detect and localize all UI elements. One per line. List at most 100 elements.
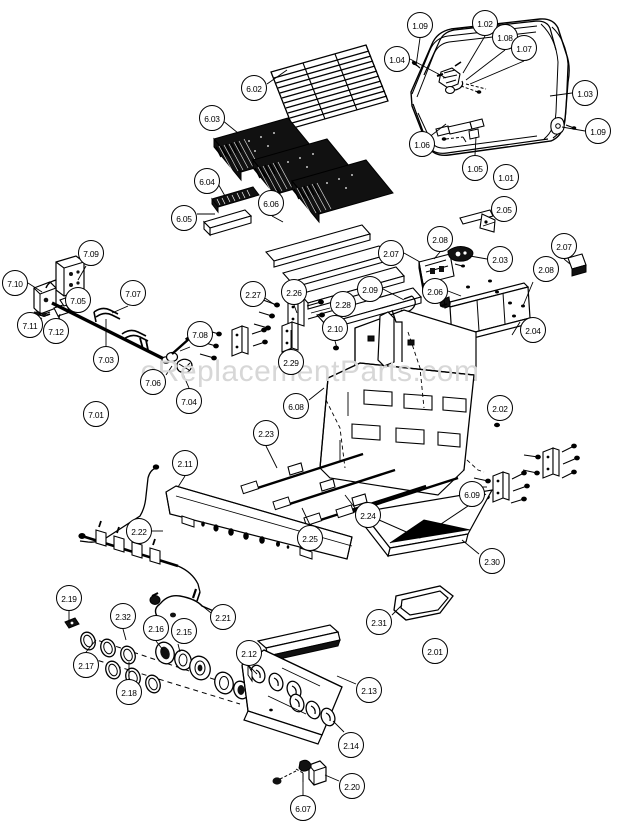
- callout-2-29[interactable]: 2.29: [278, 349, 304, 375]
- callout-2-18[interactable]: 2.18: [116, 679, 142, 705]
- callout-2-04[interactable]: 2.04: [520, 317, 546, 343]
- callout-1-09[interactable]: 1.09: [585, 118, 611, 144]
- callout-2-25[interactable]: 2.25: [297, 525, 323, 551]
- part-7-06: [161, 351, 179, 364]
- leader-1-09: [415, 37, 421, 67]
- callout-7-06[interactable]: 7.06: [140, 369, 166, 395]
- leader-7-04: [182, 373, 190, 389]
- control-panel-assembly: [400, 209, 587, 345]
- callout-2-28[interactable]: 2.28: [330, 291, 356, 317]
- control-panel-bottom: [241, 624, 343, 745]
- callout-2-31[interactable]: 2.31: [366, 609, 392, 635]
- callout-2-14[interactable]: 2.14: [338, 732, 364, 758]
- leader-2-20: [324, 774, 340, 782]
- leader-6-02: [266, 69, 288, 85]
- callout-2-16[interactable]: 2.16: [143, 615, 169, 641]
- callout-2-27[interactable]: 2.27: [240, 281, 266, 307]
- part-2-05: [459, 209, 496, 233]
- leader-2-07: [403, 252, 421, 263]
- leader-2-28: [310, 307, 331, 314]
- leader-2-06: [447, 290, 462, 297]
- part-2-03: [447, 246, 474, 262]
- leader-1-02: [462, 35, 486, 74]
- callout-6-08[interactable]: 6.08: [283, 393, 309, 419]
- leader-2-25: [301, 507, 311, 526]
- callout-7-03[interactable]: 7.03: [93, 346, 119, 372]
- callout-2-17[interactable]: 2.17: [73, 652, 99, 678]
- callout-6-02[interactable]: 6.02: [241, 75, 267, 101]
- callout-2-12[interactable]: 2.12: [236, 640, 262, 666]
- callout-7-08[interactable]: 7.08: [187, 321, 213, 347]
- leader-7-09: [77, 265, 87, 281]
- leader-2-32: [122, 628, 127, 641]
- callout-2-23[interactable]: 2.23: [253, 420, 279, 446]
- callout-7-05[interactable]: 7.05: [65, 287, 91, 313]
- callout-2-15[interactable]: 2.15: [171, 618, 197, 644]
- part-2-06: [439, 296, 451, 309]
- callout-2-07[interactable]: 2.07: [378, 240, 404, 266]
- callout-1-05[interactable]: 1.05: [462, 155, 488, 181]
- callout-2-22[interactable]: 2.22: [126, 518, 152, 544]
- callout-2-10[interactable]: 2.10: [322, 315, 348, 341]
- leader-6-06: [271, 215, 284, 223]
- leader-2-12: [248, 665, 258, 675]
- callout-7-09[interactable]: 7.09: [78, 240, 104, 266]
- leader-2-11: [177, 475, 186, 488]
- callout-2-05[interactable]: 2.05: [491, 196, 517, 222]
- callout-2-19[interactable]: 2.19: [56, 585, 82, 611]
- callout-2-20[interactable]: 2.20: [339, 773, 365, 799]
- callout-6-03[interactable]: 6.03: [199, 105, 225, 131]
- callout-2-13[interactable]: 2.13: [356, 677, 382, 703]
- callout-6-06[interactable]: 6.06: [258, 190, 284, 216]
- bracket-cluster-middle: [199, 297, 339, 361]
- callout-2-08[interactable]: 2.08: [427, 226, 453, 252]
- leader-2-13: [336, 675, 357, 685]
- leader-1-04: [409, 58, 447, 79]
- callout-7-01[interactable]: 7.01: [83, 401, 109, 427]
- callout-6-09[interactable]: 6.09: [459, 481, 485, 507]
- leader-1-07: [469, 60, 525, 85]
- callout-7-07[interactable]: 7.07: [120, 280, 146, 306]
- callout-2-30[interactable]: 2.30: [479, 548, 505, 574]
- callout-2-06[interactable]: 2.06: [422, 278, 448, 304]
- fitting-2-20: [272, 759, 327, 786]
- callout-2-01[interactable]: 2.01: [422, 638, 448, 664]
- callout-7-12[interactable]: 7.12: [43, 318, 69, 344]
- callout-2-09[interactable]: 2.09: [357, 276, 383, 302]
- callout-leader-lines: [27, 35, 586, 795]
- callout-6-04[interactable]: 6.04: [194, 168, 220, 194]
- callout-2-26[interactable]: 2.26: [281, 279, 307, 305]
- leader-2-23: [265, 445, 278, 469]
- callout-6-05[interactable]: 6.05: [171, 205, 197, 231]
- leader-2-10: [334, 340, 338, 349]
- part-7-03-manifold: [51, 301, 167, 362]
- callout-2-03[interactable]: 2.03: [487, 246, 513, 272]
- leader-2-07: [563, 258, 571, 265]
- callout-2-08[interactable]: 2.08: [533, 256, 559, 282]
- leader-7-08: [179, 346, 191, 352]
- callout-2-32[interactable]: 2.32: [110, 603, 136, 629]
- callout-1-03[interactable]: 1.03: [572, 80, 598, 106]
- callout-2-11[interactable]: 2.11: [172, 450, 198, 476]
- side-bar-6-05: [202, 209, 253, 237]
- callout-1-09[interactable]: 1.09: [407, 12, 433, 38]
- leader-2-09: [382, 288, 405, 301]
- callout-2-07[interactable]: 2.07: [551, 233, 577, 259]
- callout-1-01[interactable]: 1.01: [493, 164, 519, 190]
- callout-7-04[interactable]: 7.04: [176, 388, 202, 414]
- callout-1-06[interactable]: 1.06: [409, 131, 435, 157]
- callout-2-02[interactable]: 2.02: [487, 395, 513, 421]
- callout-7-10[interactable]: 7.10: [2, 270, 28, 296]
- callout-1-02[interactable]: 1.02: [472, 10, 498, 36]
- callout-1-04[interactable]: 1.04: [384, 46, 410, 72]
- part-7-09: [55, 255, 85, 297]
- callout-1-07[interactable]: 1.07: [511, 35, 537, 61]
- leader-2-24: [344, 494, 356, 509]
- callout-7-11[interactable]: 7.11: [17, 312, 43, 338]
- callout-6-07[interactable]: 6.07: [290, 795, 316, 821]
- callout-2-24[interactable]: 2.24: [355, 502, 381, 528]
- callout-2-21[interactable]: 2.21: [210, 604, 236, 630]
- bracket-left-cluster: [231, 325, 249, 357]
